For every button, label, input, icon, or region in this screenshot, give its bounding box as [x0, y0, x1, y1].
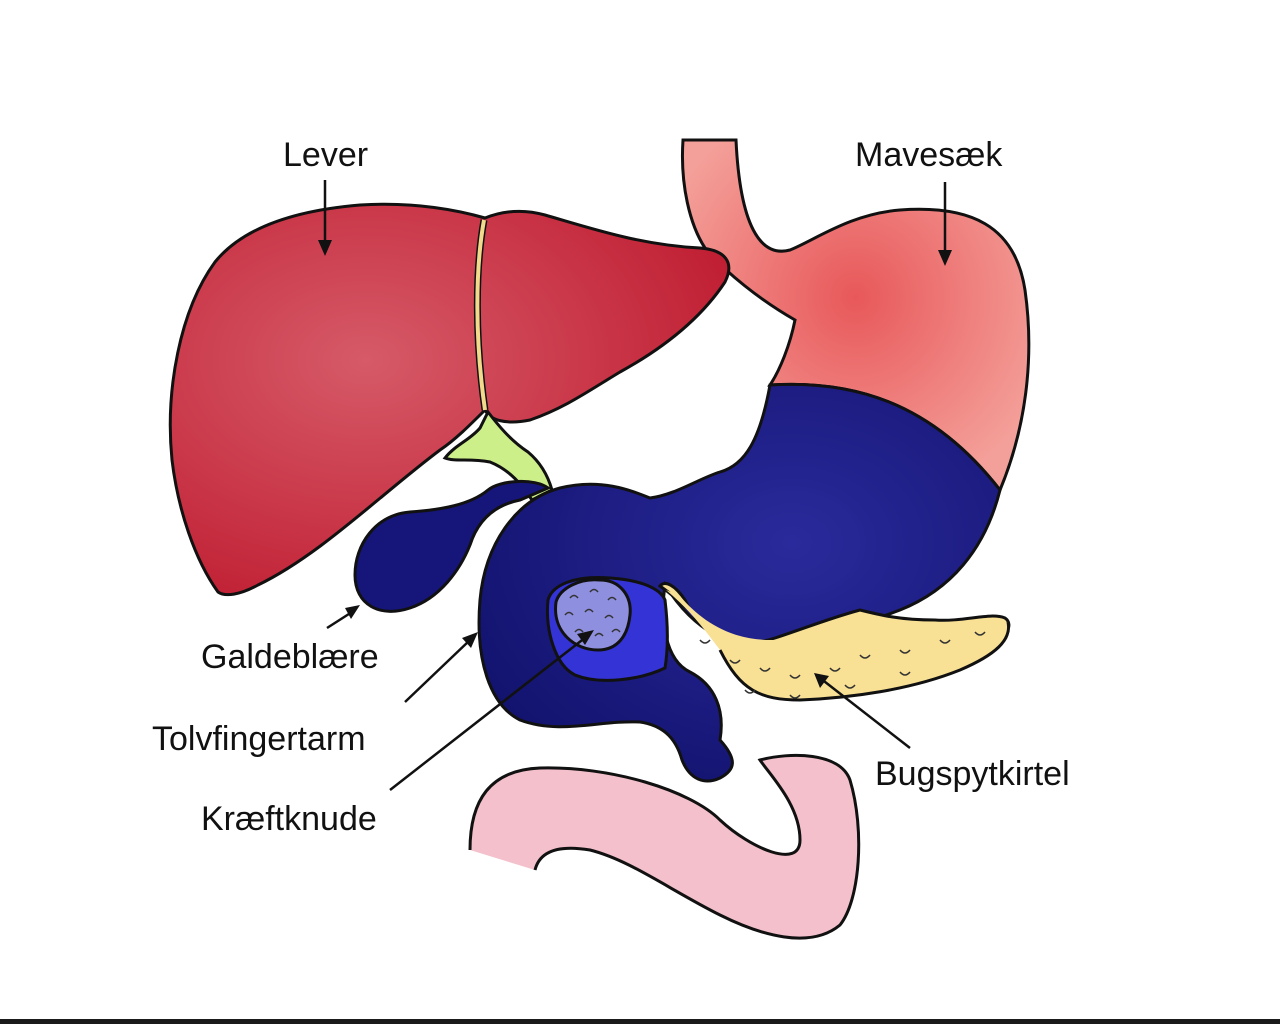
stomach-upper — [680, 138, 1031, 493]
label-pancreas: Bugspytkirtel — [875, 755, 1070, 793]
label-gallbladder: Galdeblære — [201, 638, 379, 676]
label-stomach: Mavesæk — [855, 136, 1003, 174]
bile-duct — [442, 409, 554, 502]
pancreas-body — [666, 590, 1009, 700]
liver — [168, 202, 731, 597]
label-tumor: Kræftknude — [201, 800, 377, 838]
stomach-lower-duodenum — [477, 382, 1002, 783]
gallbladder — [353, 479, 551, 613]
bottom-border — [0, 1019, 1280, 1024]
label-duodenum: Tolvfingertarm — [152, 720, 366, 758]
small-intestine — [468, 753, 861, 940]
tumor-texture — [564, 588, 621, 637]
label-liver: Lever — [283, 136, 369, 174]
pancreas-texture — [699, 631, 986, 699]
arrows — [318, 180, 952, 791]
